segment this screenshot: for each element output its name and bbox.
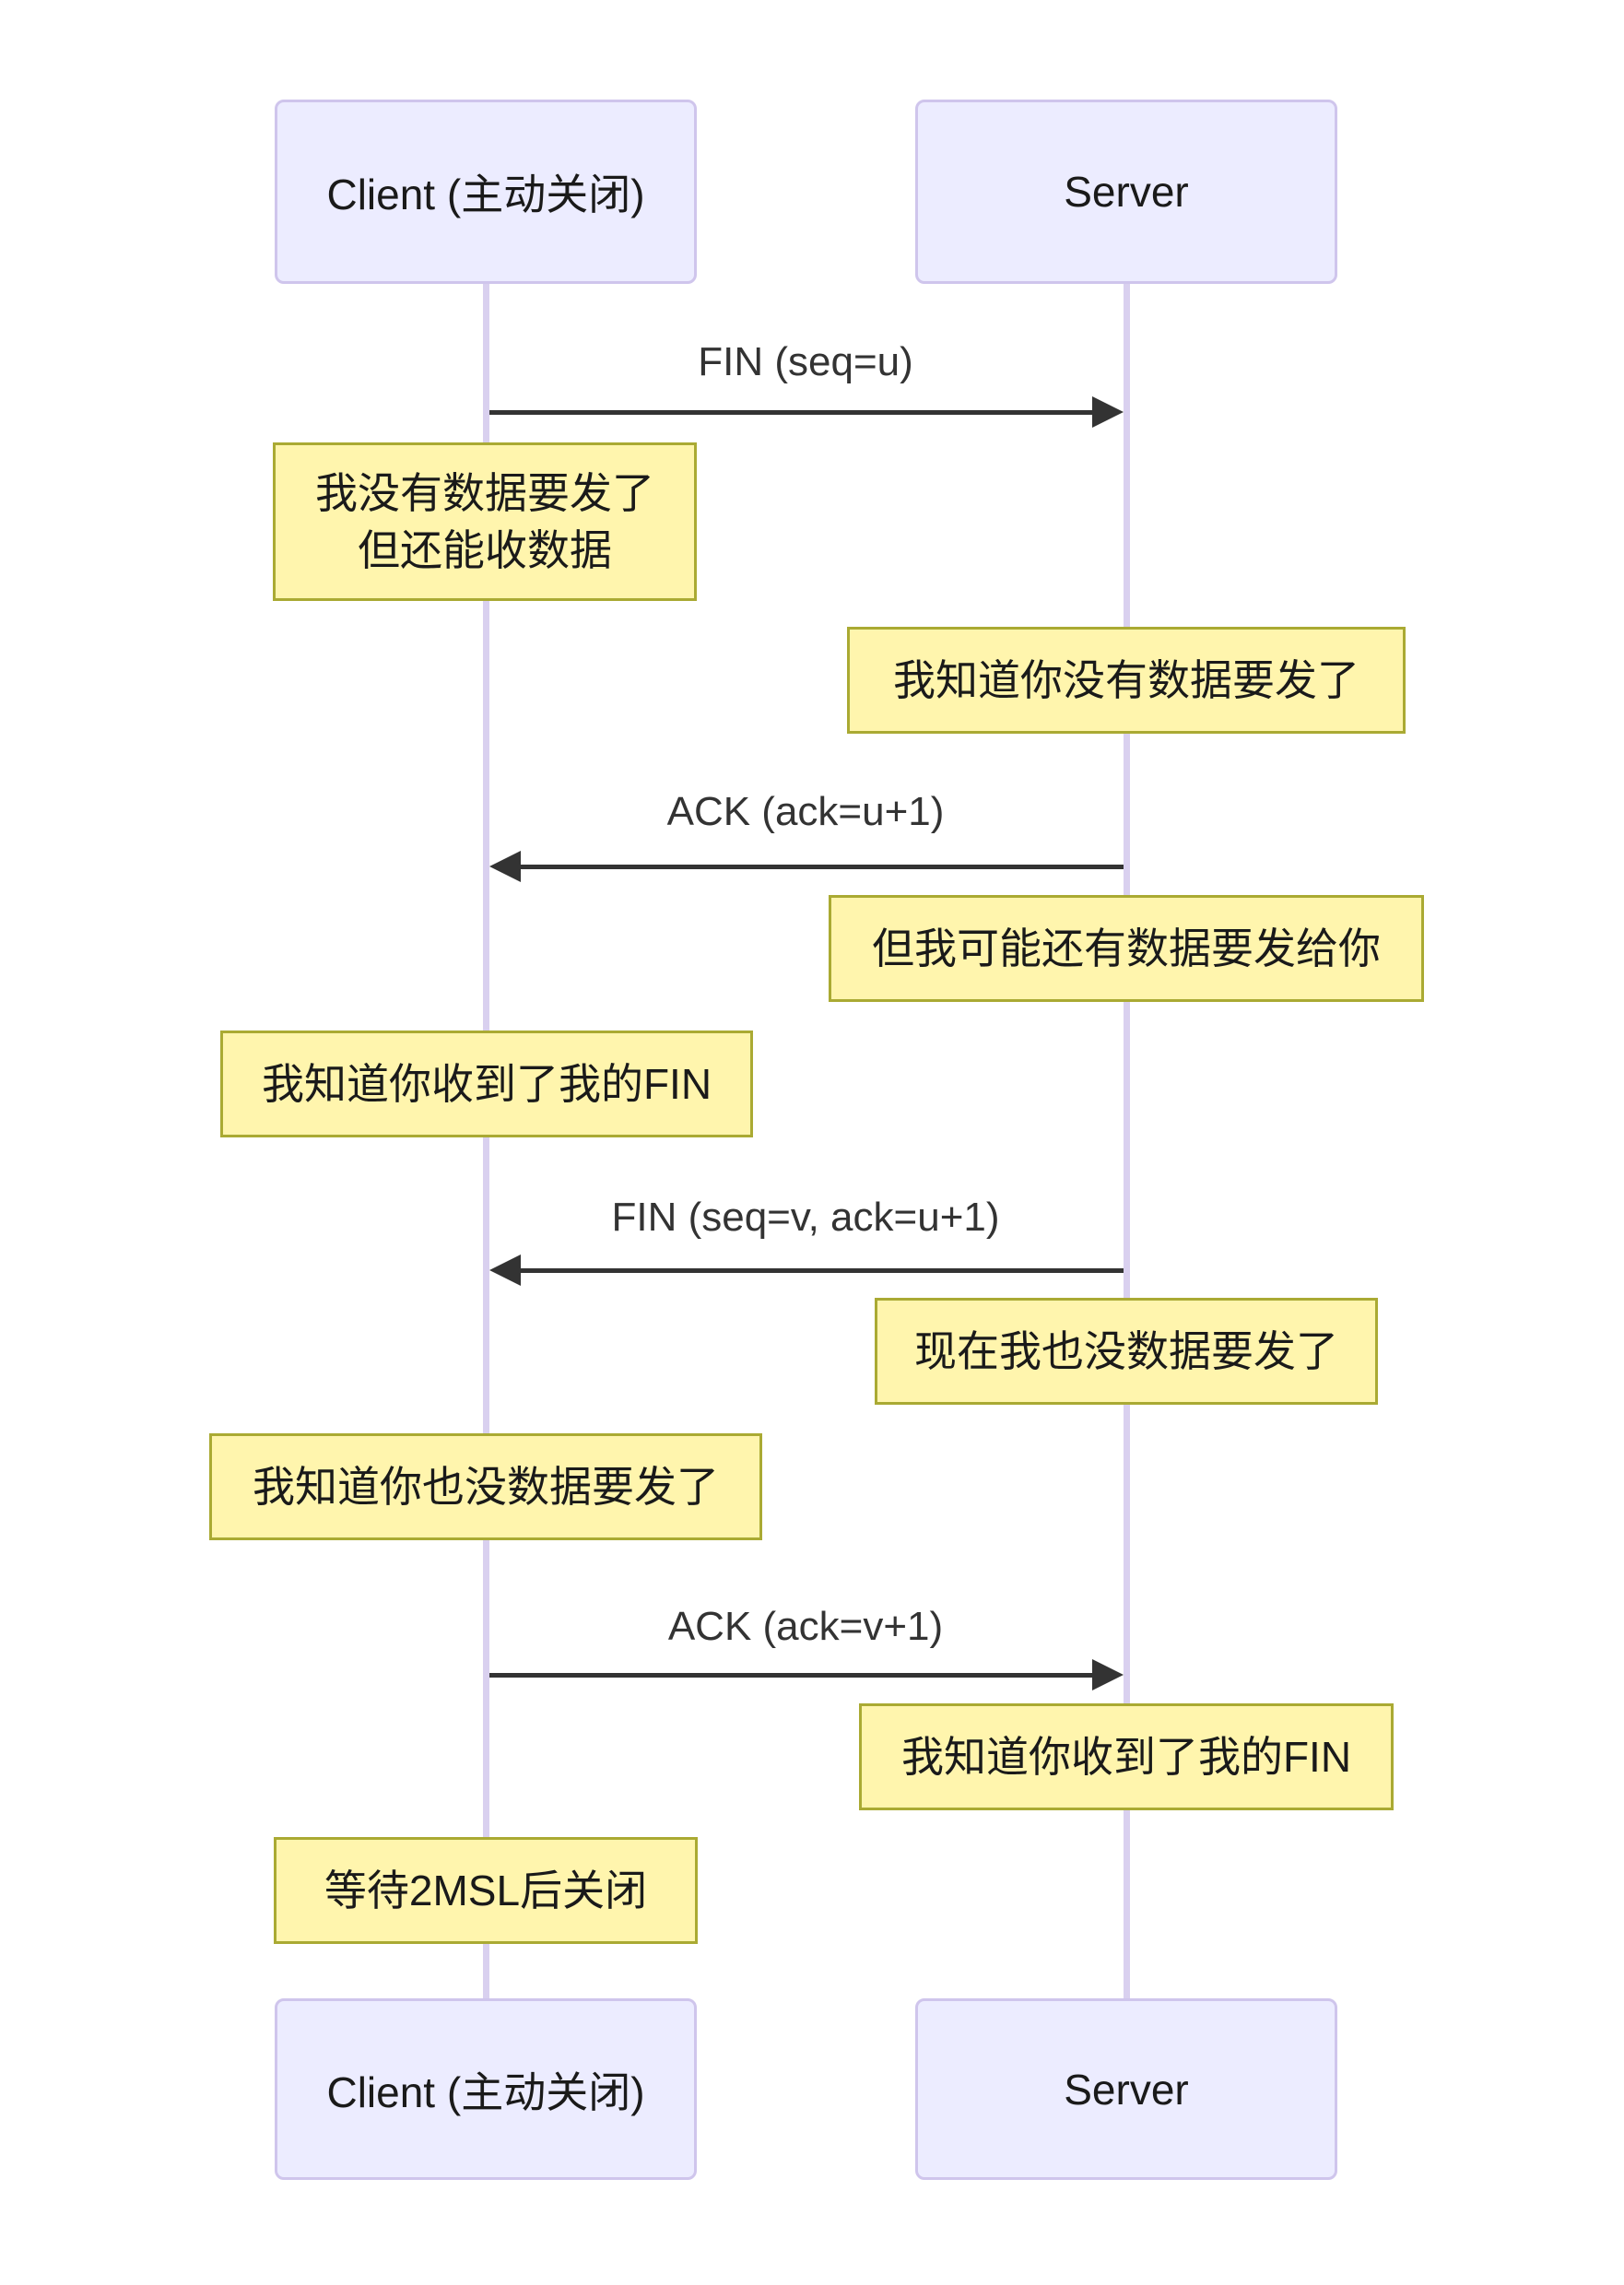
actor-server-top-label: Server — [1064, 168, 1189, 216]
note-line: 我知道你没有数据要发了 — [893, 655, 1359, 704]
note-line: 我知道你也没数据要发了 — [253, 1462, 719, 1511]
actor-client-top-label: Client (主动关闭) — [326, 171, 645, 218]
message-3-label: FIN (seq=v, ack=u+1) — [611, 1195, 1000, 1240]
note-line: 我知道你收到了我的FIN — [261, 1059, 712, 1108]
message-4-label: ACK (ack=v+1) — [667, 1604, 944, 1649]
message-4-arrowhead-icon — [1092, 1659, 1124, 1690]
message-1-arrow-line — [489, 410, 1098, 415]
note-line: 我知道你收到了我的FIN — [900, 1732, 1352, 1781]
message-1-label: FIN (seq=u) — [698, 339, 913, 384]
note-client-no-more-data: 我没有数据要发了 但还能收数据 — [273, 442, 697, 601]
actor-client-bottom: Client (主动关闭) — [275, 1998, 697, 2180]
note-server-fin-acked: 我知道你收到了我的FIN — [859, 1703, 1394, 1810]
actor-client-bottom-label: Client (主动关闭) — [326, 2067, 645, 2116]
message-2-arrow-line — [515, 865, 1124, 869]
message-1-arrowhead-icon — [1092, 396, 1124, 428]
message-1-arrow — [489, 396, 1124, 428]
note-client-fin-acked: 我知道你收到了我的FIN — [220, 1031, 753, 1137]
actor-server-bottom-label: Server — [1064, 2065, 1189, 2114]
message-4-arrow-line — [489, 1673, 1098, 1678]
message-3-arrowhead-icon — [489, 1254, 521, 1286]
note-server-knows-no-data: 我知道你没有数据要发了 — [847, 627, 1406, 734]
message-4-arrow — [489, 1659, 1124, 1690]
message-3-arrow-line — [515, 1268, 1124, 1273]
note-line: 但我可能还有数据要发给你 — [872, 924, 1381, 972]
note-line: 我没有数据要发了 — [315, 468, 654, 517]
message-3-arrow — [489, 1254, 1124, 1286]
actor-client-top: Client (主动关闭) — [275, 100, 697, 284]
lifeline-client — [483, 284, 489, 1998]
lifeline-server — [1124, 284, 1130, 1998]
note-server-may-have-data: 但我可能还有数据要发给你 — [829, 895, 1424, 1002]
message-2-arrow — [489, 851, 1124, 882]
note-client-wait-2msl: 等待2MSL后关闭 — [274, 1837, 698, 1944]
note-line: 但还能收数据 — [358, 526, 612, 574]
actor-server-top: Server — [915, 100, 1337, 284]
note-line: 现在我也没数据要发了 — [914, 1326, 1338, 1375]
message-2-label: ACK (ack=u+1) — [666, 789, 945, 834]
message-2-arrowhead-icon — [489, 851, 521, 882]
note-server-no-more-data: 现在我也没数据要发了 — [875, 1298, 1378, 1405]
actor-server-bottom: Server — [915, 1998, 1337, 2180]
note-line: 等待2MSL后关闭 — [324, 1866, 648, 1914]
note-client-knows-no-data: 我知道你也没数据要发了 — [209, 1433, 762, 1540]
